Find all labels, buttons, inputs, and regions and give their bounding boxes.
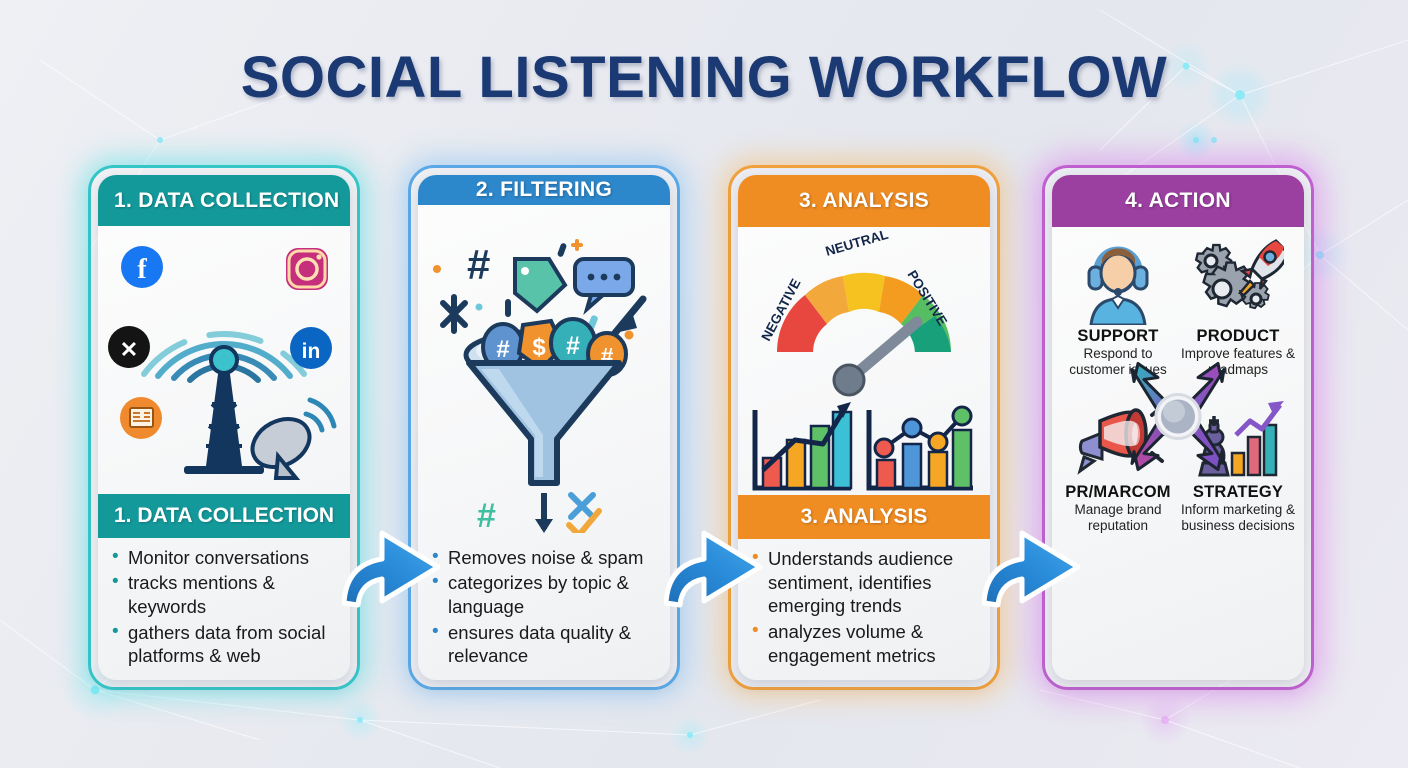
funnel-icon xyxy=(466,359,622,486)
list-item: gathers data from social platforms & web xyxy=(112,620,338,668)
sentiment-gauge-icon: NEGATIVE NEUTRAL POSITIVE xyxy=(758,230,951,397)
arrow-step2-to-step3 xyxy=(663,517,764,609)
gears-rocket-icon xyxy=(1180,233,1296,325)
step1-bullet-list: Monitor conversations tracks mentions & … xyxy=(98,538,350,680)
workflow-steps: 1. DATA COLLECTION xyxy=(0,165,1408,690)
step1-band-label: 1. DATA COLLECTION xyxy=(98,494,350,538)
quadrant-desc: Manage brand reputation xyxy=(1074,502,1162,533)
facebook-icon: f xyxy=(121,246,163,289)
svg-text:#: # xyxy=(477,497,496,533)
list-item: Understands audience sentiment, identifi… xyxy=(752,546,978,618)
step-card-analysis[interactable]: 3. ANALYSIS NEGA xyxy=(728,165,1000,690)
list-item: Monitor conversations xyxy=(112,545,338,570)
x-twitter-icon: ✕ xyxy=(108,326,150,369)
list-item: Removes noise & spam xyxy=(432,545,658,570)
bar-chart-left xyxy=(752,402,853,491)
svg-text:$: $ xyxy=(532,334,546,361)
quadrant-pr-marcom[interactable]: PR/MARCOM Manage brand reputation xyxy=(1058,379,1178,535)
linkedin-icon: in xyxy=(290,327,332,370)
page-title: SOCIAL LISTENING WORKFLOW xyxy=(240,45,1168,110)
step-card-filtering[interactable]: 2. FILTERING # xyxy=(408,165,680,690)
instagram-icon xyxy=(286,248,328,291)
news-icon xyxy=(120,397,162,440)
step3-illustration: NEGATIVE NEUTRAL POSITIVE xyxy=(738,227,990,495)
action-quadrants: SUPPORT Respond to customer issues xyxy=(1052,227,1304,536)
step1-header: 1. DATA COLLECTION xyxy=(98,175,350,227)
rocket xyxy=(1238,239,1284,297)
arrow-step1-to-step2 xyxy=(341,517,442,609)
svg-text:#: # xyxy=(467,241,490,288)
step3-header: 3. ANALYSIS xyxy=(738,175,990,227)
step3-bullet-list: Understands audience sentiment, identifi… xyxy=(738,539,990,679)
step1-illustration: f ✕ xyxy=(98,226,350,494)
step4-header: 4. ACTION xyxy=(1052,175,1304,227)
svg-text:in: in xyxy=(302,340,321,363)
quadrant-desc: Inform marketing & business decisions xyxy=(1180,502,1296,533)
svg-text:f: f xyxy=(137,254,147,285)
quadrant-support[interactable]: SUPPORT Respond to customer issues xyxy=(1058,231,1178,379)
svg-text:#: # xyxy=(566,332,580,360)
svg-text:✕: ✕ xyxy=(120,337,138,362)
gauge-label-neutral: NEUTRAL xyxy=(824,230,890,259)
four-way-arrows-hub xyxy=(1114,358,1242,481)
quadrant-title: PR/MARCOM xyxy=(1065,483,1171,502)
quadrant-title: PRODUCT xyxy=(1196,327,1280,345)
step-card-action[interactable]: 4. ACTION xyxy=(1042,165,1314,690)
quadrant-product[interactable]: PRODUCT Improve features & roadmaps xyxy=(1178,231,1298,379)
bar-chart-right xyxy=(866,405,973,491)
step3-band-label: 3. ANALYSIS xyxy=(738,495,990,539)
step-card-data-collection[interactable]: 1. DATA COLLECTION xyxy=(88,165,360,690)
support-agent-icon xyxy=(1060,233,1176,325)
quadrant-title: SUPPORT xyxy=(1077,327,1159,345)
output-markers: # xyxy=(477,491,602,533)
svg-text:#: # xyxy=(496,336,509,363)
floating-tokens: # xyxy=(433,238,647,340)
quadrant-strategy[interactable]: STRATEGY Inform marketing & business dec… xyxy=(1178,379,1298,535)
list-item: categorizes by topic & language xyxy=(432,570,658,618)
quadrant-title: STRATEGY xyxy=(1192,483,1284,502)
list-item: tracks mentions & keywords xyxy=(112,570,338,618)
list-item: ensures data quality & relevance xyxy=(432,620,658,668)
megaphone-icon xyxy=(1060,389,1176,481)
arrow-step3-to-step4 xyxy=(981,517,1082,609)
step2-header: 2. FILTERING xyxy=(418,175,670,205)
list-item: analyzes volume & engagement metrics xyxy=(752,619,978,667)
step2-bullet-list: Removes noise & spam categorizes by topi… xyxy=(418,544,670,680)
step2-illustration: # xyxy=(418,205,670,535)
